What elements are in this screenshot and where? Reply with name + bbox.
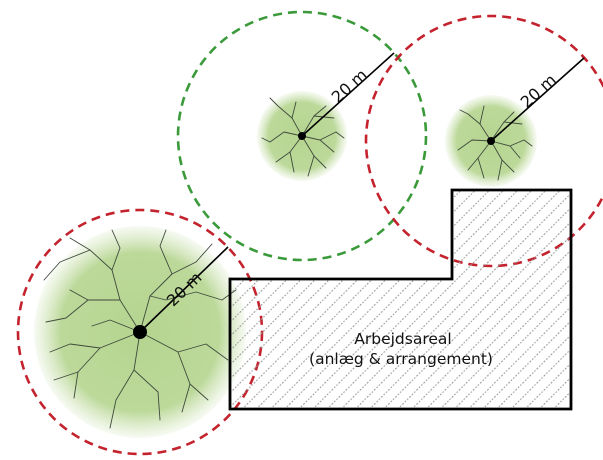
right-tree-radius-label: 20 m [517, 70, 560, 112]
middle-tree-protection-circle [176, 10, 428, 262]
middle-tree-radius-label: 20 m [328, 65, 371, 107]
right-tree-branches-icon [457, 105, 533, 181]
large-tree: 20 m [16, 208, 264, 456]
large-tree-radius-line [139, 246, 229, 333]
work-area-title: Arbejdsareal [354, 330, 451, 348]
right-tree-trunk [487, 137, 495, 145]
right-tree-radius-line [490, 57, 585, 142]
work-area-subtitle: (anlæg & arrangement) [309, 350, 493, 368]
work-area: Arbejdsareal (anlæg & arrangement) [228, 188, 573, 411]
large-tree-trunk [133, 325, 147, 339]
work-area-outline [228, 188, 573, 411]
middle-tree: 20 m [176, 10, 428, 262]
middle-tree-radius-line [301, 52, 395, 137]
large-tree-branches-icon [43, 229, 237, 429]
middle-tree-trunk [298, 132, 306, 140]
